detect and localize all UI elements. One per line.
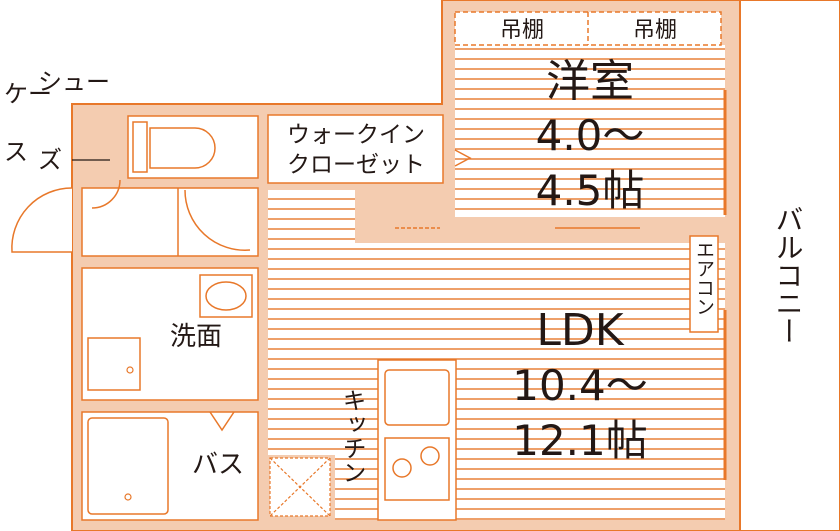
air-conditioner — [689, 235, 719, 333]
toilet-door-swing — [91, 179, 121, 209]
stove — [384, 437, 450, 501]
ldk-name: LDK — [536, 305, 624, 356]
shoe-case-label-1: シュー — [38, 68, 110, 96]
washroom-label: 洗面 — [170, 322, 222, 352]
walk-in-closet-label-2: クローゼット — [287, 152, 425, 178]
walk-in-closet-label-1: ウォークイン — [287, 122, 425, 148]
kitchen-sink — [384, 369, 450, 426]
hanging-shelf-right-label: 吊棚 — [633, 18, 677, 43]
ldk-size-1: 10.4〜 — [512, 361, 648, 410]
air-conditioner-label: エアコン — [693, 240, 715, 316]
bathtub — [87, 417, 169, 515]
western-room-floor — [455, 45, 725, 217]
shoe-case-label-3: ケー — [4, 80, 52, 108]
balcony — [739, 0, 840, 531]
western-room-size-1: 4.0〜 — [536, 111, 645, 160]
toilet-bowl — [149, 127, 216, 169]
washing-machine-pan — [87, 337, 141, 391]
entrance — [81, 187, 259, 257]
inner-door-swing — [184, 189, 251, 251]
western-room-name: 洋室 — [546, 56, 634, 107]
shoe-case-label-4: ス — [4, 138, 28, 166]
western-room-size-2: 4.5帖 — [536, 166, 645, 215]
balcony-label: バルコニー — [772, 205, 805, 345]
corridor-floor — [268, 190, 355, 455]
bath-label: バス — [192, 450, 244, 480]
toilet-tank — [132, 121, 148, 173]
washbasin — [205, 281, 247, 311]
ldk-size-2: 12.1帖 — [512, 416, 648, 465]
walk-in-closet — [267, 114, 444, 184]
entrance-door-swing — [11, 187, 73, 253]
shoe-case-label-2: ズ — [38, 146, 62, 174]
hanging-shelf-left-label: 吊棚 — [500, 18, 544, 43]
kitchen-label: キッチン — [338, 388, 366, 484]
